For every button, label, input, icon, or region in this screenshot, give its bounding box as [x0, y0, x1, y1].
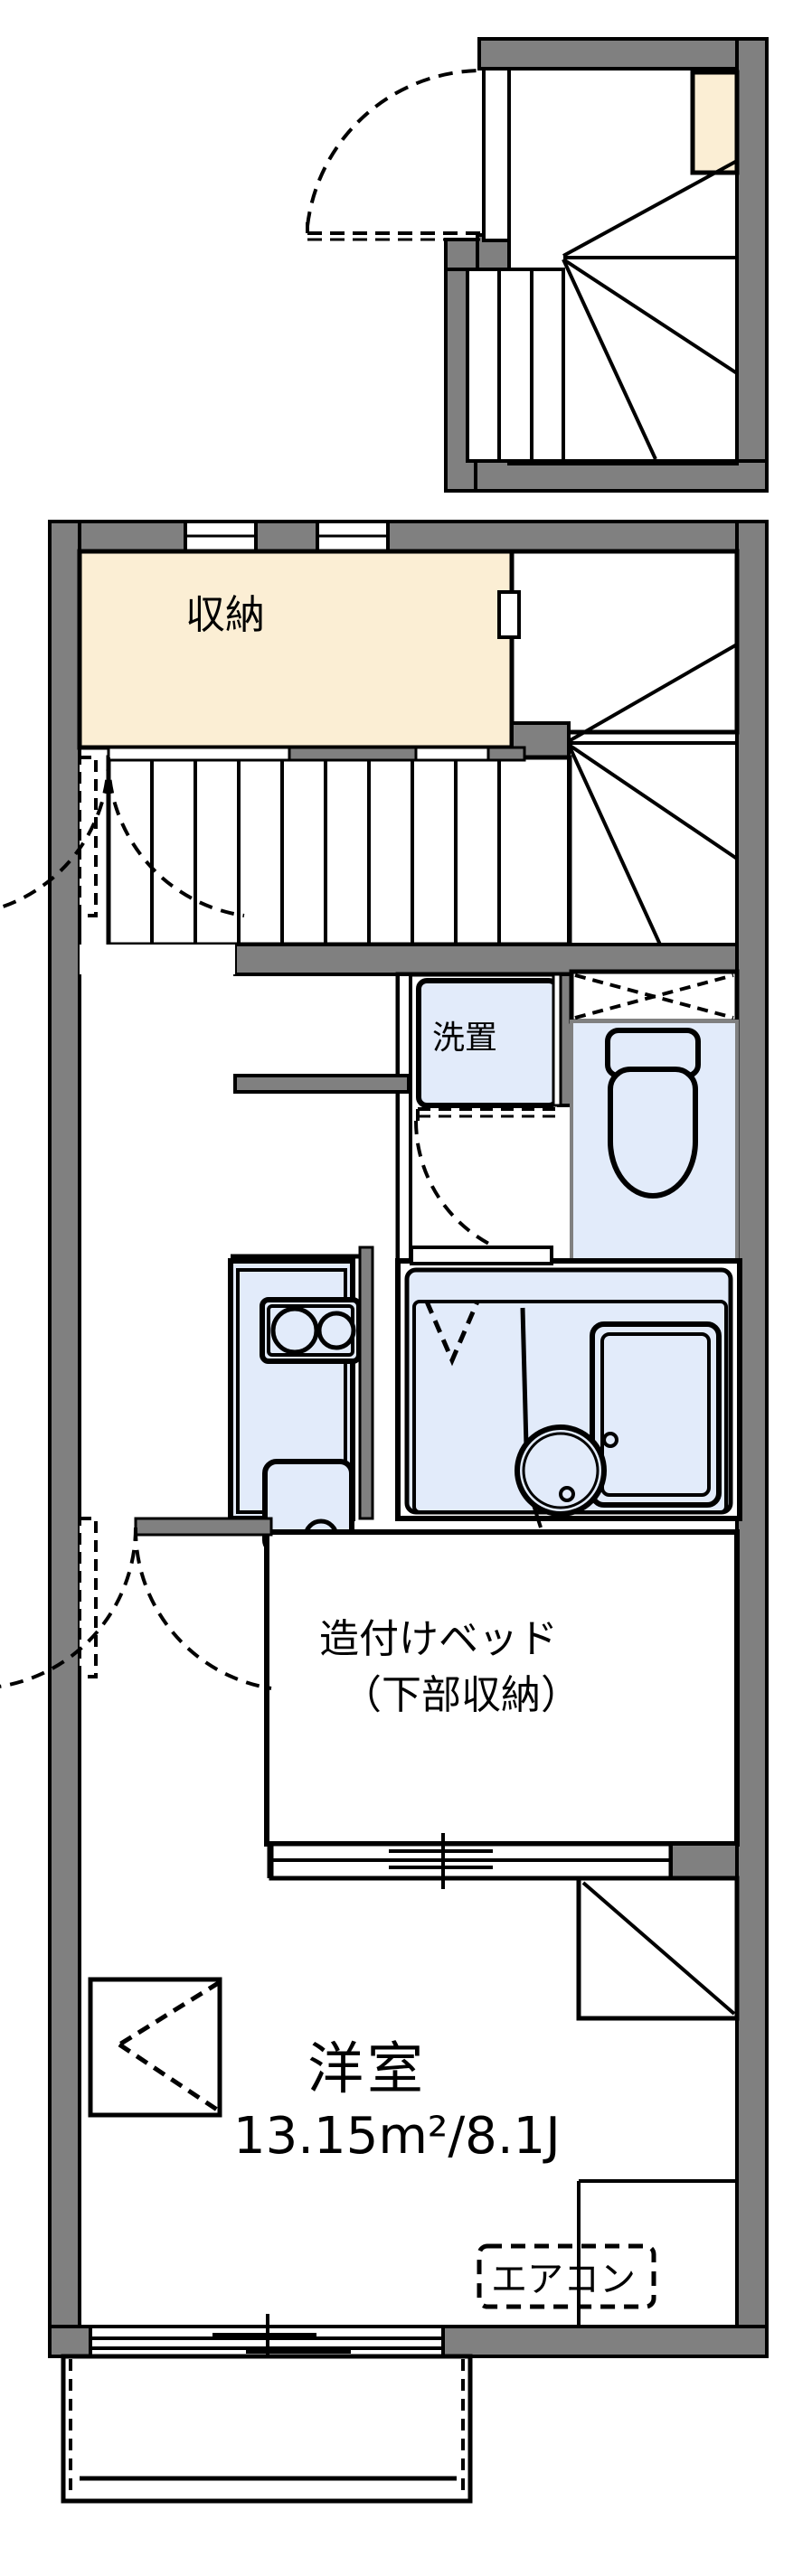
- washbasin-bowl-inner: [522, 1432, 600, 1509]
- entrance-door-swing-arc: [306, 68, 485, 227]
- left-wall-closet-box: [88, 1977, 222, 2118]
- hall-sill-c: [414, 746, 490, 762]
- washbasin-drain: [559, 1486, 575, 1502]
- upper-landing-area: [509, 549, 740, 735]
- wall-south-right: [441, 2325, 769, 2358]
- stair-winder-line-main-3: [567, 744, 662, 945]
- hall-sill-a: [107, 746, 291, 762]
- stair-winder-line-main-2: [567, 743, 739, 860]
- built-in-bed-label-line2: （下部収納）: [342, 1672, 581, 1718]
- upper-cabinet-icon: [569, 969, 740, 1024]
- stove-burner-1: [270, 1306, 319, 1355]
- balcony-zone: [61, 2314, 473, 2504]
- main-staircase: [106, 549, 740, 947]
- wall-south-left-stub: [48, 2325, 92, 2358]
- entrance-door[interactable]: [306, 67, 511, 242]
- aircon-box: [477, 2243, 656, 2309]
- stair-straight-run-main: [106, 755, 572, 947]
- bath-folding-door: [424, 1301, 480, 1367]
- wall-bed-right-stub: [669, 1842, 739, 1880]
- closet-door-arc-ul: [0, 757, 110, 910]
- wall-corridor-stub: [233, 1074, 411, 1094]
- wall-washroom-west: [396, 973, 412, 1264]
- bath-threshold: [410, 1246, 553, 1265]
- wall-top-upper: [477, 37, 769, 71]
- washbasin-counter-edge: [520, 1307, 529, 1447]
- stove-icon: [260, 1297, 362, 1364]
- unit-bath-zone: [395, 1246, 742, 1528]
- aircon-annotation: エアコン: [477, 2243, 656, 2309]
- hall-sill-d: [486, 746, 526, 762]
- wall-north-right: [386, 520, 769, 553]
- western-room-label: 洋室: [307, 2035, 427, 2101]
- wall-kitchen-bath: [358, 1246, 374, 1520]
- bathtub-inner: [600, 1332, 711, 1497]
- stair-straight-run: [466, 268, 565, 463]
- washbasin-pedestal: [532, 1504, 543, 1528]
- winder-staircase-upper: [466, 159, 739, 463]
- washbasin-icon: [515, 1307, 607, 1528]
- stair-winder-edge-1: [562, 159, 738, 258]
- wall-above-bed-left: [134, 1517, 273, 1537]
- closet-right-diag: [581, 1881, 736, 2016]
- western-room-zone: 洋室 13.15m²/8.1J エアコン: [88, 1977, 737, 2327]
- main-plan-group: 収納: [0, 520, 769, 2504]
- kitchen-zone: [228, 1254, 362, 1555]
- western-room-area-label: 13.15m²/8.1J: [233, 2107, 561, 2166]
- shoe-box-closet: [690, 70, 740, 175]
- aircon-label: エアコン: [491, 2259, 636, 2300]
- hall-sill-b: [288, 746, 418, 762]
- room-entry-door-arc-b: [133, 1527, 272, 1690]
- built-in-bed-area: [264, 1529, 740, 1847]
- closet-door-arc-ul2: [106, 757, 245, 917]
- washer-space-label: 洗置: [432, 1020, 497, 1057]
- storage-label: 収納: [185, 592, 265, 638]
- room-entry-door-arc-a: [0, 1527, 137, 1688]
- built-in-bed-label-line1: 造付けベッド: [319, 1616, 558, 1662]
- toilet-icon: [605, 1028, 701, 1199]
- storage-room: 収納: [77, 549, 515, 750]
- entrance-door-jamb: [482, 67, 511, 242]
- landing-opening: [497, 590, 521, 639]
- main-outer-walls: [48, 520, 769, 2358]
- room-entry-door-leaf: [78, 1517, 98, 1678]
- stair-winder-line-main-1: [568, 643, 738, 743]
- wall-washroom-toilet-skin: [552, 973, 562, 1107]
- toilet-bowl: [608, 1067, 698, 1199]
- stove-burner-2: [316, 1311, 356, 1350]
- closet-door-leaf-ul: [78, 756, 98, 917]
- stair-winder-edge-2: [562, 258, 739, 375]
- built-in-bed-zone: 造付けベッド （下部収納）: [134, 1517, 740, 2021]
- room-entry-door[interactable]: [0, 1517, 272, 1690]
- storage-area: [77, 549, 515, 750]
- wall-right-upper: [735, 37, 769, 493]
- hall-gap-left: [80, 945, 235, 974]
- upper-cabinet-x2: [574, 973, 734, 1020]
- closet-door-upper-left[interactable]: [0, 756, 245, 917]
- wall-west: [48, 520, 81, 2358]
- stair-winder-edge-3: [562, 259, 657, 460]
- bathtub-icon: [590, 1321, 722, 1508]
- bathtub-drain: [602, 1432, 618, 1448]
- wall-north-mullion: [254, 520, 319, 553]
- upper-plan-group: [306, 37, 769, 493]
- washroom-zone: 洗置: [395, 969, 740, 1264]
- left-wall-closet: [88, 1977, 222, 2118]
